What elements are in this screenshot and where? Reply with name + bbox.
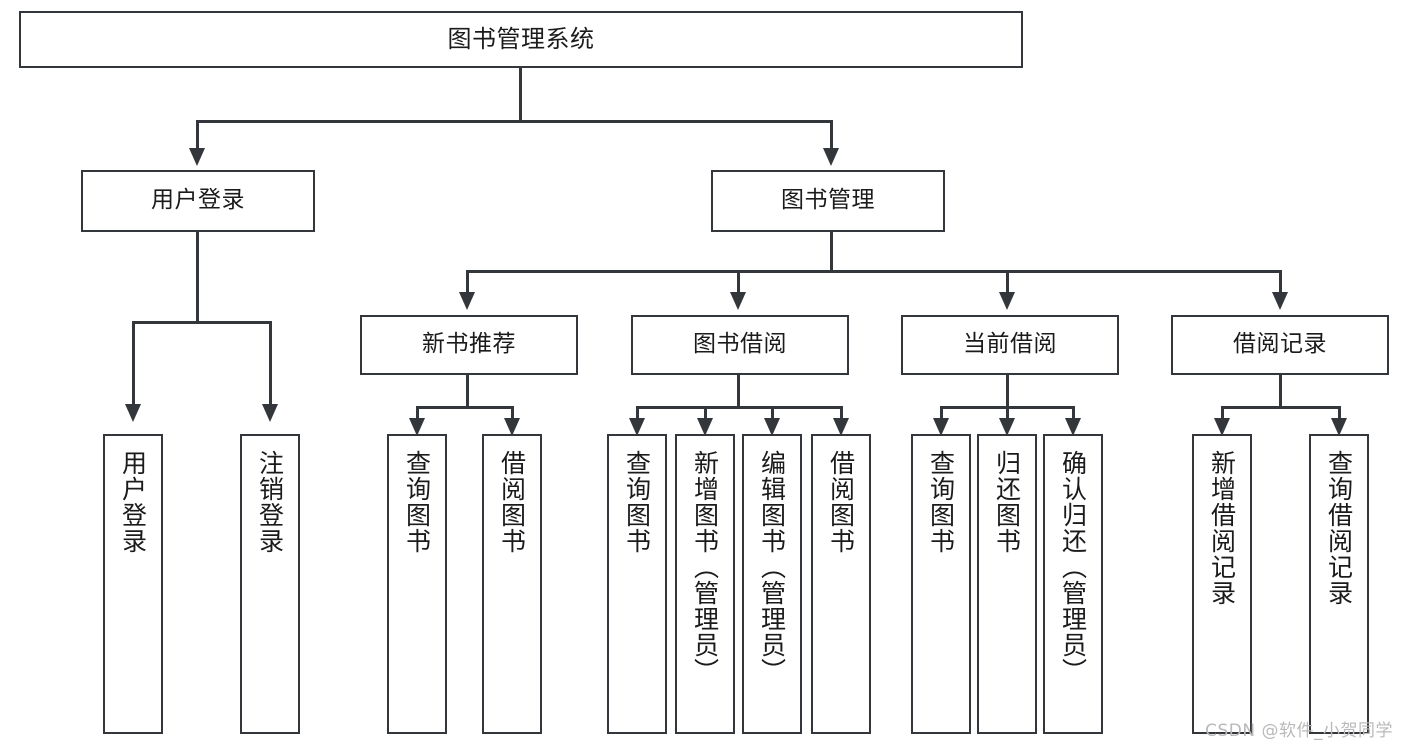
edge-bus-level2 [196,120,833,123]
arrow-borrow-record [1272,292,1288,310]
node-root-book-management-system[interactable]: 图书管理系统 [19,11,1023,68]
node-label: 注销登录 [255,450,285,554]
leaf-br-search-record[interactable]: 查询借阅记录 [1309,434,1369,734]
leaf-bb-add-book[interactable]: 新增图书（管理员） [675,434,735,734]
node-borrow-record[interactable]: 借阅记录 [1171,315,1389,375]
edge-drop-cb-return [1006,406,1009,420]
leaf-logout[interactable]: 注销登录 [240,434,300,734]
arrow-leaf-user-login [125,404,141,422]
node-label: 查询借阅记录 [1324,450,1354,606]
arrow-book-borrow [730,292,746,310]
node-label: 查询图书 [402,450,432,554]
node-label: 当前借阅 [963,331,1057,358]
edge-borrow-record-trunk [1279,375,1282,408]
edge-new-book-trunk [466,375,469,408]
arrow-new-book [459,292,475,310]
edge-drop-bb-edit [771,406,774,420]
node-label: 新增图书（管理员） [690,450,720,684]
node-label: 借阅记录 [1233,331,1327,358]
edge-book-management-trunk [830,232,833,272]
leaf-cb-search-book[interactable]: 查询图书 [911,434,971,734]
node-book-borrow[interactable]: 图书借阅 [631,315,849,375]
node-label: 编辑图书（管理员） [757,450,787,684]
leaf-cb-return-book[interactable]: 归还图书 [977,434,1037,734]
edge-drop-book-management [830,120,833,150]
edge-drop-nb-borrow [511,406,514,420]
node-label: 新书推荐 [422,331,516,358]
edge-user-login-trunk [196,232,199,323]
node-label: 查询图书 [926,450,956,554]
node-label: 用户登录 [151,187,245,214]
edge-drop-leaf-user-login [132,321,135,406]
edge-drop-br-search [1338,406,1341,420]
arrow-leaf-logout [262,404,278,422]
edge-drop-new-book [466,270,469,294]
node-current-borrow[interactable]: 当前借阅 [901,315,1119,375]
leaf-cb-confirm-return[interactable]: 确认归还（管理员） [1043,434,1103,734]
edge-drop-book-borrow [737,270,740,294]
arrow-cb-confirm [1065,418,1081,436]
edge-bus-user-login-leaves [132,321,272,324]
node-label: 借阅图书 [826,450,856,554]
arrow-user-login [189,148,205,166]
node-label: 图书管理 [781,187,875,214]
arrow-bb-borrow [833,418,849,436]
arrow-book-management [823,148,839,166]
edge-drop-nb-search [416,406,419,420]
node-user-login[interactable]: 用户登录 [81,170,315,232]
edge-drop-current-borrow [1006,270,1009,294]
edge-root-trunk [519,68,522,120]
arrow-nb-borrow [504,418,520,436]
node-label: 新增借阅记录 [1207,450,1237,606]
node-label: 借阅图书 [497,450,527,554]
edge-drop-cb-confirm [1072,406,1075,420]
arrow-bb-search [629,418,645,436]
arrow-bb-add [697,418,713,436]
edge-bus-new-book-leaves [416,406,514,409]
leaf-nb-borrow-book[interactable]: 借阅图书 [482,434,542,734]
node-new-book-recommend[interactable]: 新书推荐 [360,315,578,375]
arrow-current-borrow [999,292,1015,310]
arrow-br-search [1331,418,1347,436]
arrow-cb-search [933,418,949,436]
leaf-br-add-record[interactable]: 新增借阅记录 [1192,434,1252,734]
node-label: 归还图书 [992,450,1022,554]
node-label: 用户登录 [118,450,148,554]
node-book-management[interactable]: 图书管理 [711,170,945,232]
arrow-nb-search [409,418,425,436]
arrow-br-add [1214,418,1230,436]
arrow-cb-return [999,418,1015,436]
edge-book-borrow-trunk [737,375,740,408]
leaf-bb-borrow-book[interactable]: 借阅图书 [811,434,871,734]
arrow-bb-edit [764,418,780,436]
edge-drop-bb-search [636,406,639,420]
leaf-nb-search-book[interactable]: 查询图书 [387,434,447,734]
leaf-bb-search-book[interactable]: 查询图书 [607,434,667,734]
edge-bus-level3 [466,270,1282,273]
edge-drop-br-add [1221,406,1224,420]
edge-drop-leaf-logout [269,321,272,406]
node-label: 图书管理系统 [447,25,595,54]
edge-bus-book-borrow-leaves [636,406,843,409]
leaf-bb-edit-book[interactable]: 编辑图书（管理员） [742,434,802,734]
edge-current-borrow-trunk [1006,375,1009,408]
leaf-user-login[interactable]: 用户登录 [103,434,163,734]
node-label: 图书借阅 [693,331,787,358]
edge-drop-cb-search [940,406,943,420]
edge-drop-bb-add [704,406,707,420]
edge-drop-bb-borrow [840,406,843,420]
edge-bus-borrow-record-leaves [1221,406,1341,409]
edge-drop-borrow-record [1279,270,1282,294]
node-label: 查询图书 [622,450,652,554]
edge-drop-user-login [196,120,199,150]
node-label: 确认归还（管理员） [1058,450,1088,684]
